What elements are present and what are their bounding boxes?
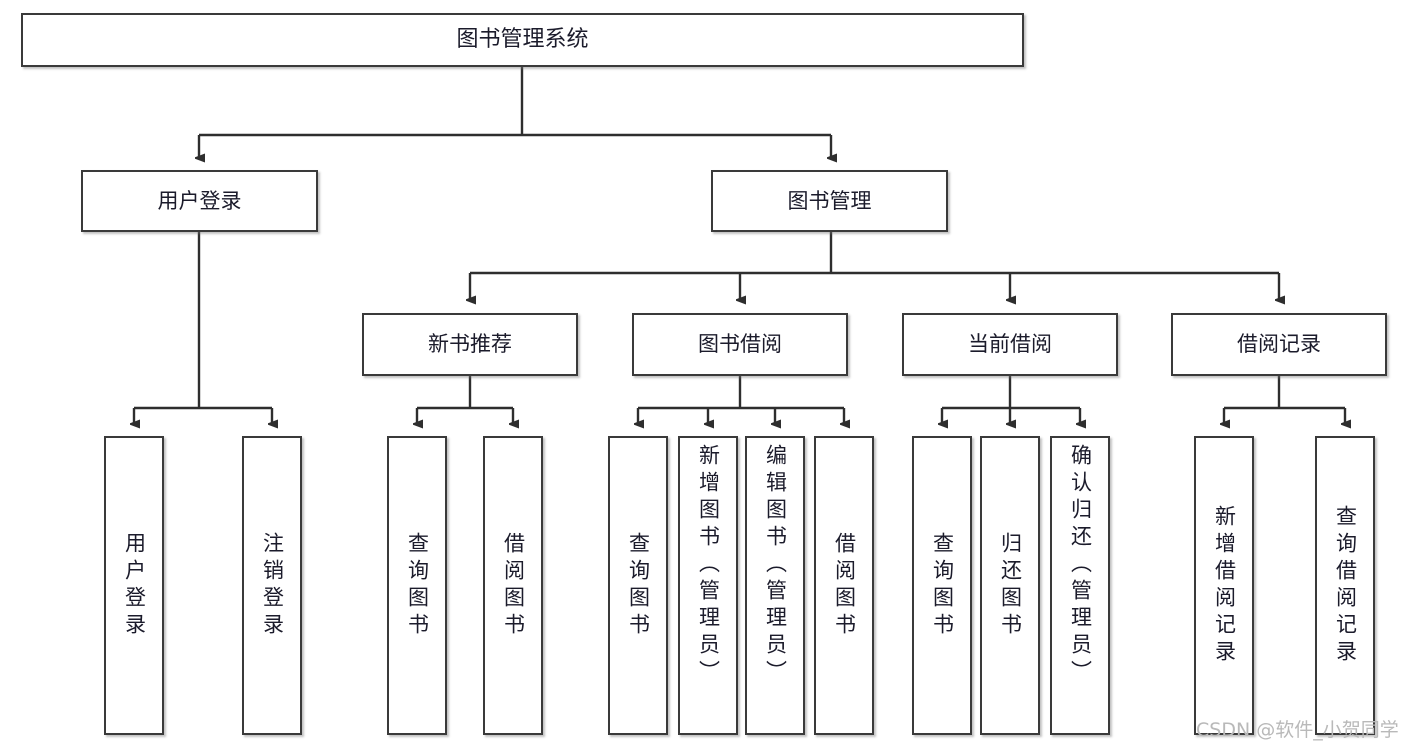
node-new-book-recommend[interactable]: 新书推荐 [362,313,578,376]
node-borrow-record[interactable]: 借阅记录 [1171,313,1387,376]
node-new-book-recommend-label: 新书推荐 [428,332,512,357]
leaf-query-book-new[interactable]: 查询图书 [387,436,447,735]
leaf-return-book[interactable]: 归还图书 [980,436,1040,735]
leaf-query-borrow-record[interactable]: 查询借阅记录 [1315,436,1375,735]
leaf-borrow-book-new[interactable]: 借阅图书 [483,436,543,735]
node-book-borrow-label: 图书借阅 [698,332,782,357]
node-root-label: 图书管理系统 [456,27,589,53]
leaf-edit-book-admin[interactable]: 编辑图书（管理员） [745,436,805,735]
leaf-add-book-admin[interactable]: 新增图书（管理员） [678,436,738,735]
csdn-watermark: CSDN @软件_小贺同学 [1196,719,1399,741]
leaf-confirm-return-admin[interactable]: 确认归还（管理员） [1050,436,1110,735]
node-book-management-label: 图书管理 [787,188,872,213]
leaf-user-login[interactable]: 用户登录 [104,436,164,735]
node-root[interactable]: 图书管理系统 [21,13,1024,67]
leaf-return-book-label: 归还图书 [998,531,1023,640]
leaf-query-book-new-label: 查询图书 [405,531,430,640]
node-book-management[interactable]: 图书管理 [711,170,948,232]
leaf-query-book-borrow-label: 查询图书 [626,531,651,640]
leaf-add-borrow-record[interactable]: 新增借阅记录 [1194,436,1254,735]
leaf-query-book-current-label: 查询图书 [930,531,955,640]
node-current-borrow-label: 当前借阅 [968,332,1052,357]
node-user-login-label: 用户登录 [157,188,242,213]
leaf-confirm-return-admin-label: 确认归还（管理员） [1068,444,1093,687]
leaf-add-book-admin-label: 新增图书（管理员） [696,444,721,687]
leaf-logout[interactable]: 注销登录 [242,436,302,735]
node-borrow-record-label: 借阅记录 [1237,332,1321,357]
leaf-query-book-current[interactable]: 查询图书 [912,436,972,735]
leaf-logout-label: 注销登录 [260,531,285,640]
node-current-borrow[interactable]: 当前借阅 [902,313,1118,376]
leaf-borrow-book[interactable]: 借阅图书 [814,436,874,735]
leaf-borrow-book-new-label: 借阅图书 [501,531,526,640]
leaf-edit-book-admin-label: 编辑图书（管理员） [763,444,788,687]
leaf-add-borrow-record-label: 新增借阅记录 [1212,504,1237,667]
node-user-login[interactable]: 用户登录 [81,170,318,232]
leaf-query-borrow-record-label: 查询借阅记录 [1333,504,1358,667]
node-book-borrow[interactable]: 图书借阅 [632,313,848,376]
leaf-query-book-borrow[interactable]: 查询图书 [608,436,668,735]
leaf-borrow-book-label: 借阅图书 [832,531,857,640]
leaf-user-login-label: 用户登录 [122,531,147,640]
